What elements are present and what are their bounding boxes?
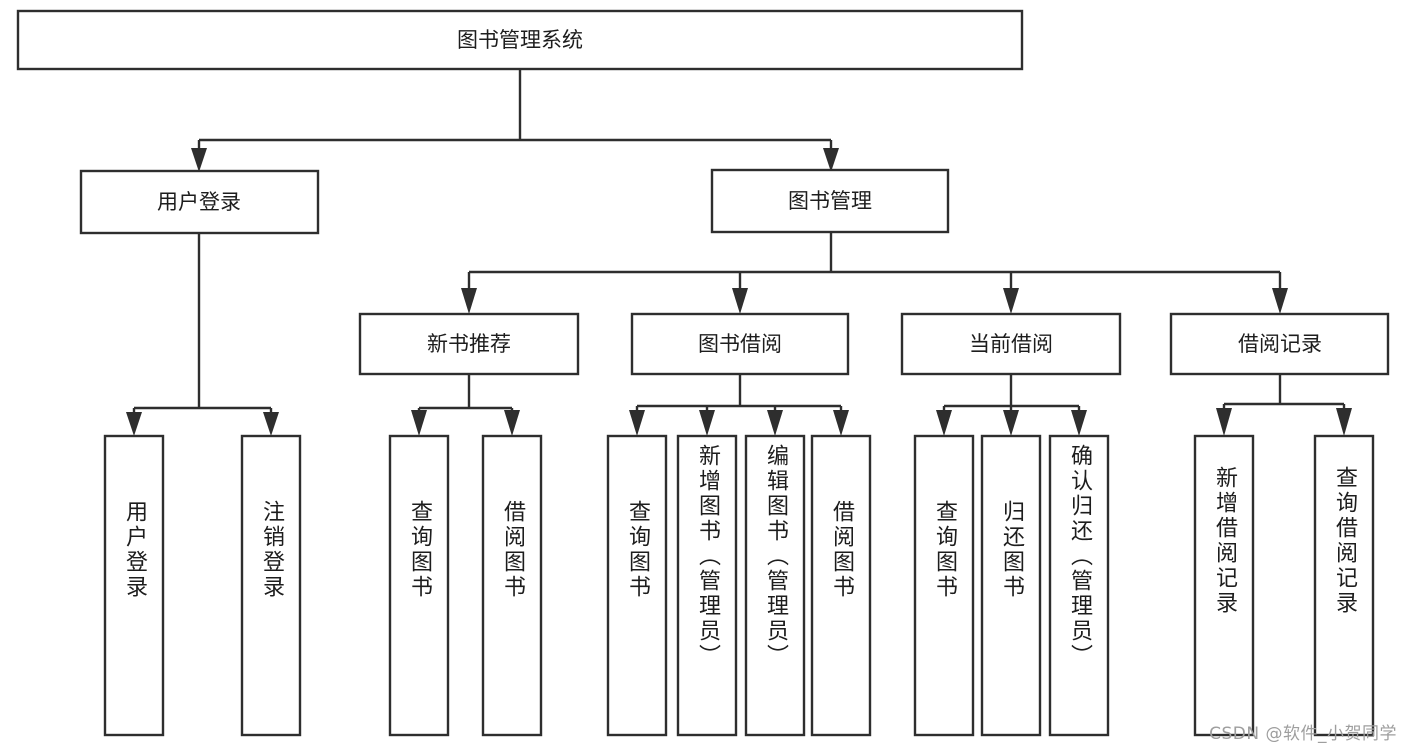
node-current-borrow-label: 当前借阅 [969,332,1053,356]
arrow-head-icon [461,288,477,314]
leaf-box-borrow-3[interactable] [744,434,806,737]
arrow-head-icon [504,410,520,436]
arrow-head-icon [1071,410,1087,436]
connector-borrow-to-leaves [629,374,849,436]
arrow-head-icon [1003,410,1019,436]
connector-bookmgmt-to-level3 [461,232,1288,314]
arrow-head-icon [191,148,207,172]
connector-root-to-level2 [191,69,839,172]
node-new-book-recommend[interactable]: 新书推荐 [358,312,580,376]
node-book-management[interactable]: 图书管理 [710,168,950,234]
node-book-borrow-label: 图书借阅 [698,332,782,356]
arrow-head-icon [411,410,427,436]
leaf-box-records-2[interactable] [1313,434,1375,737]
arrow-head-icon [833,410,849,436]
leaf-box-borrow-4[interactable] [810,434,872,737]
arrow-head-icon [126,412,142,436]
arrow-head-icon [1272,288,1288,314]
arrow-head-icon [936,410,952,436]
csdn-watermark: CSDN @软件_小贺同学 [1209,724,1397,744]
leaf-box-current-2[interactable] [980,434,1042,737]
leaf-box-new-book-2[interactable] [481,434,543,737]
arrow-head-icon [767,410,783,436]
leaf-box-borrow-1[interactable] [606,434,668,737]
node-book-borrow[interactable]: 图书借阅 [630,312,850,376]
node-book-management-label: 图书管理 [788,189,872,213]
node-new-book-recommend-label: 新书推荐 [427,332,511,356]
leaf-box-current-1[interactable] [913,434,975,737]
arrow-head-icon [1003,288,1019,314]
arrow-head-icon [732,288,748,314]
leaf-box-user-login-1[interactable] [103,434,165,737]
arrow-head-icon [699,410,715,436]
node-root-label: 图书管理系统 [457,28,583,52]
node-borrow-records-label: 借阅记录 [1238,332,1322,356]
arrow-head-icon [263,412,279,436]
connector-userlogin-to-leaves [126,233,279,436]
node-user-login-label: 用户登录 [157,190,241,214]
node-borrow-records[interactable]: 借阅记录 [1169,312,1390,376]
connector-current-to-leaves [936,374,1087,436]
leaf-box-borrow-2[interactable] [676,434,738,737]
connector-newbook-to-leaves [411,374,520,436]
leaf-box-new-book-1[interactable] [388,434,450,737]
leaf-box-current-3[interactable] [1048,434,1110,737]
arrow-head-icon [1336,408,1352,436]
arrow-head-icon [1216,408,1232,436]
leaf-box-records-1[interactable] [1193,434,1255,737]
node-user-login[interactable]: 用户登录 [79,169,320,235]
connector-records-to-leaves [1216,374,1352,436]
node-root[interactable]: 图书管理系统 [16,9,1024,71]
leaf-box-user-login-2[interactable] [240,434,302,737]
node-current-borrow[interactable]: 当前借阅 [900,312,1122,376]
arrow-head-icon [823,148,839,172]
arrow-head-icon [629,410,645,436]
